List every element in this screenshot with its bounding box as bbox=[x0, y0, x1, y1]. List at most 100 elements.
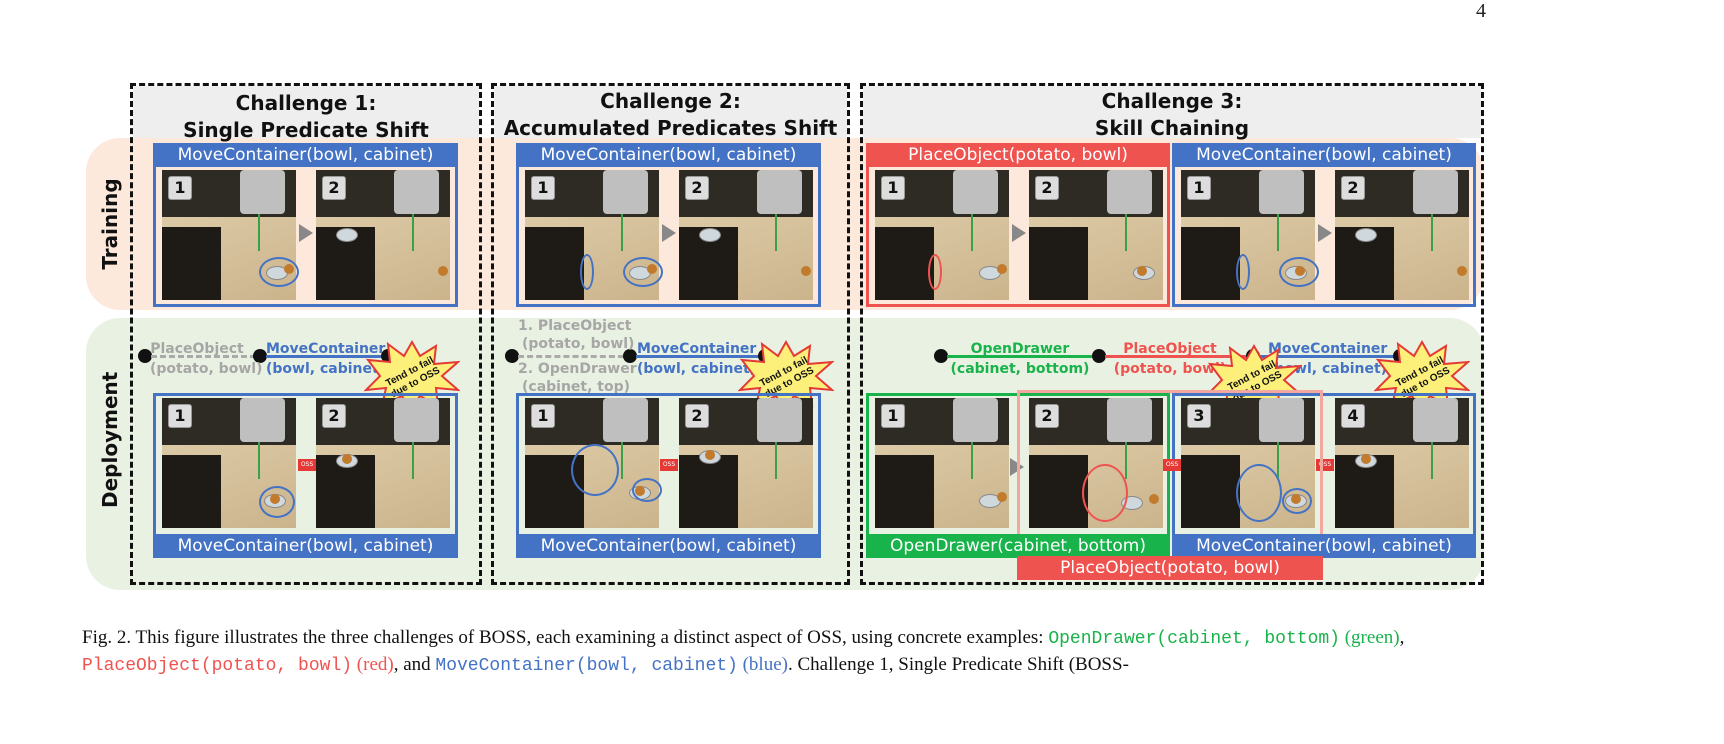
row-label-training: Training bbox=[98, 178, 122, 270]
c2-deploy-skill-label: MoveContainer(bowl, cabinet) bbox=[516, 534, 821, 558]
c2-chain-line-1 bbox=[518, 355, 624, 358]
c2-label-move: MoveContainer (bowl, cabinet) bbox=[637, 340, 757, 378]
c1-train-arrow bbox=[299, 224, 313, 242]
challenge3-title-line1: Challenge 3: bbox=[1101, 89, 1243, 113]
challenge2-title: Challenge 2: Accumulated Predicates Shif… bbox=[494, 88, 847, 142]
c1-label-move-args: (bowl, cabinet) bbox=[266, 361, 386, 377]
c3-chain-line-2 bbox=[1105, 355, 1247, 358]
c3-label-place: PlaceObject (potato, bowl) bbox=[1110, 340, 1230, 378]
c1-chain-node-1 bbox=[138, 349, 152, 363]
c3-train-frame-4: 2 bbox=[1335, 170, 1469, 300]
frame-number: 1 bbox=[168, 404, 192, 428]
c1-label-move-name: MoveContainer bbox=[266, 341, 386, 357]
c3-deploy-drawer-highlight bbox=[1082, 464, 1128, 522]
c2-label-move-args: (bowl, cabinet) bbox=[637, 361, 757, 377]
frame-number: 2 bbox=[685, 176, 709, 200]
c3-label-place-args: (potato, bowl) bbox=[1113, 361, 1227, 377]
c2-label-place-name: 1. PlaceObject bbox=[518, 318, 632, 334]
c1-label-place-args: (potato, bowl) bbox=[150, 361, 263, 377]
c3-train-frame-2: 2 bbox=[1029, 170, 1163, 300]
c1-oss-arrow: OSS bbox=[298, 459, 316, 471]
caption-prefix: Fig. 2. This figure illustrates the thre… bbox=[82, 627, 1049, 648]
c2-train-bowl-highlight bbox=[623, 257, 663, 287]
c2-chain-line-2 bbox=[636, 355, 760, 358]
c3-deploy-open-label: OpenDrawer(cabinet, bottom) bbox=[866, 534, 1170, 558]
c2-deploy-frame-1: 1 bbox=[525, 398, 659, 528]
caption-blue-word: (blue) bbox=[737, 654, 788, 675]
frame-number: 1 bbox=[881, 176, 905, 200]
c2-train-drawer-highlight bbox=[580, 254, 594, 290]
challenge2-panel bbox=[491, 83, 850, 585]
c3-oss-arrow-1: OSS bbox=[1163, 459, 1181, 471]
c1-deploy-bowl-highlight bbox=[259, 486, 295, 518]
c1-chain-node-2 bbox=[253, 349, 267, 363]
figure-caption: Fig. 2. This figure illustrates the thre… bbox=[82, 625, 1490, 679]
c2-label-open-args: (cabinet, top) bbox=[522, 379, 631, 395]
challenge3-title: Challenge 3: Skill Chaining bbox=[863, 88, 1481, 142]
c3-deploy-place-label: PlaceObject(potato, bowl) bbox=[1017, 556, 1323, 580]
c3-train-arrow-1 bbox=[1012, 224, 1026, 242]
c3-train-drawer-highlight bbox=[1236, 254, 1250, 290]
challenge2-title-line2: Accumulated Predicates Shift bbox=[503, 116, 838, 140]
c2-train-frame-2: 2 bbox=[679, 170, 813, 300]
frame-number: 1 bbox=[881, 404, 905, 428]
c1-deploy-skill-label: MoveContainer(bowl, cabinet) bbox=[153, 534, 458, 558]
c1-label-place-name: PlaceObject bbox=[150, 341, 244, 357]
c3-deploy-move-label: MoveContainer(bowl, cabinet) bbox=[1172, 534, 1476, 558]
c3-train-arrow-2 bbox=[1318, 224, 1332, 242]
c3-train-frame-1: 1 bbox=[875, 170, 1009, 300]
c3-label-open: OpenDrawer (cabinet, bottom) bbox=[950, 340, 1090, 378]
c3-label-move-args: (bowl, cabinet) bbox=[1268, 361, 1388, 377]
c3-chain-node-1 bbox=[934, 349, 948, 363]
page-number: 4 bbox=[1476, 0, 1486, 22]
c1-chain-line-1 bbox=[151, 355, 256, 358]
c1-label-move: MoveContainer (bowl, cabinet) bbox=[266, 340, 386, 378]
challenge1-header-bg bbox=[133, 86, 479, 138]
caption-green-word: (green) bbox=[1339, 627, 1400, 648]
c1-train-bowl-highlight bbox=[259, 257, 299, 287]
frame-number: 1 bbox=[531, 404, 555, 428]
frame-number: 2 bbox=[322, 404, 346, 428]
c3-train-red-highlight bbox=[928, 254, 942, 290]
challenge1-title: Challenge 1: Single Predicate Shift bbox=[133, 90, 479, 144]
c2-deploy-frame-2: 2 bbox=[679, 398, 813, 528]
challenge1-title-line2: Single Predicate Shift bbox=[183, 118, 429, 142]
c1-train-skill-label: MoveContainer(bowl, cabinet) bbox=[153, 143, 458, 167]
frame-number: 2 bbox=[322, 176, 346, 200]
c3-chain-node-2 bbox=[1092, 349, 1106, 363]
c3-chain-line-3 bbox=[1259, 355, 1395, 358]
c3-deploy-frame-1: 1 bbox=[875, 398, 1009, 528]
c3-train-move-label: MoveContainer(bowl, cabinet) bbox=[1172, 143, 1476, 167]
c3-label-move-name: MoveContainer bbox=[1268, 341, 1388, 357]
c3-chain-line-1 bbox=[947, 355, 1093, 358]
c2-chain-node-1 bbox=[505, 349, 519, 363]
c3-label-place-name: PlaceObject bbox=[1123, 341, 1217, 357]
frame-number: 2 bbox=[1035, 404, 1059, 428]
frame-number: 4 bbox=[1341, 404, 1365, 428]
c1-chain-line-2 bbox=[266, 355, 384, 358]
frame-number: 2 bbox=[685, 404, 709, 428]
c1-deploy-frame-1: 1 bbox=[162, 398, 296, 528]
c2-train-arrow bbox=[662, 224, 676, 242]
challenge2-header-bg bbox=[494, 86, 847, 138]
c2-label-open-name: 2. OpenDrawer bbox=[518, 361, 637, 377]
c2-label-place: 1. PlaceObject (potato, bowl) bbox=[518, 317, 634, 353]
c1-train-frame-2: 2 bbox=[316, 170, 450, 300]
c3-deploy-drawer-highlight-2 bbox=[1236, 464, 1282, 522]
c2-deploy-drawer-highlight bbox=[571, 444, 619, 496]
frame-number: 2 bbox=[1035, 176, 1059, 200]
c2-train-skill-label: MoveContainer(bowl, cabinet) bbox=[516, 143, 821, 167]
c2-label-open: 2. OpenDrawer (cabinet, top) bbox=[518, 360, 637, 396]
c3-label-move: MoveContainer (bowl, cabinet) bbox=[1268, 340, 1388, 378]
caption-green-code: OpenDrawer(cabinet, bottom) bbox=[1048, 629, 1340, 649]
c1-label-place: PlaceObject (potato, bowl) bbox=[150, 340, 263, 378]
c2-deploy-bowl-highlight bbox=[632, 478, 662, 502]
challenge3-title-line2: Skill Chaining bbox=[1094, 116, 1250, 140]
caption-sep2: , and bbox=[393, 654, 436, 675]
c3-deploy-bowl-highlight bbox=[1282, 488, 1312, 514]
caption-blue-code: MoveContainer(bowl, cabinet) bbox=[435, 656, 738, 676]
challenge2-title-line1: Challenge 2: bbox=[600, 89, 741, 113]
caption-sep1: , bbox=[1399, 627, 1405, 648]
frame-number: 3 bbox=[1187, 404, 1211, 428]
c2-chain-node-2 bbox=[623, 349, 637, 363]
